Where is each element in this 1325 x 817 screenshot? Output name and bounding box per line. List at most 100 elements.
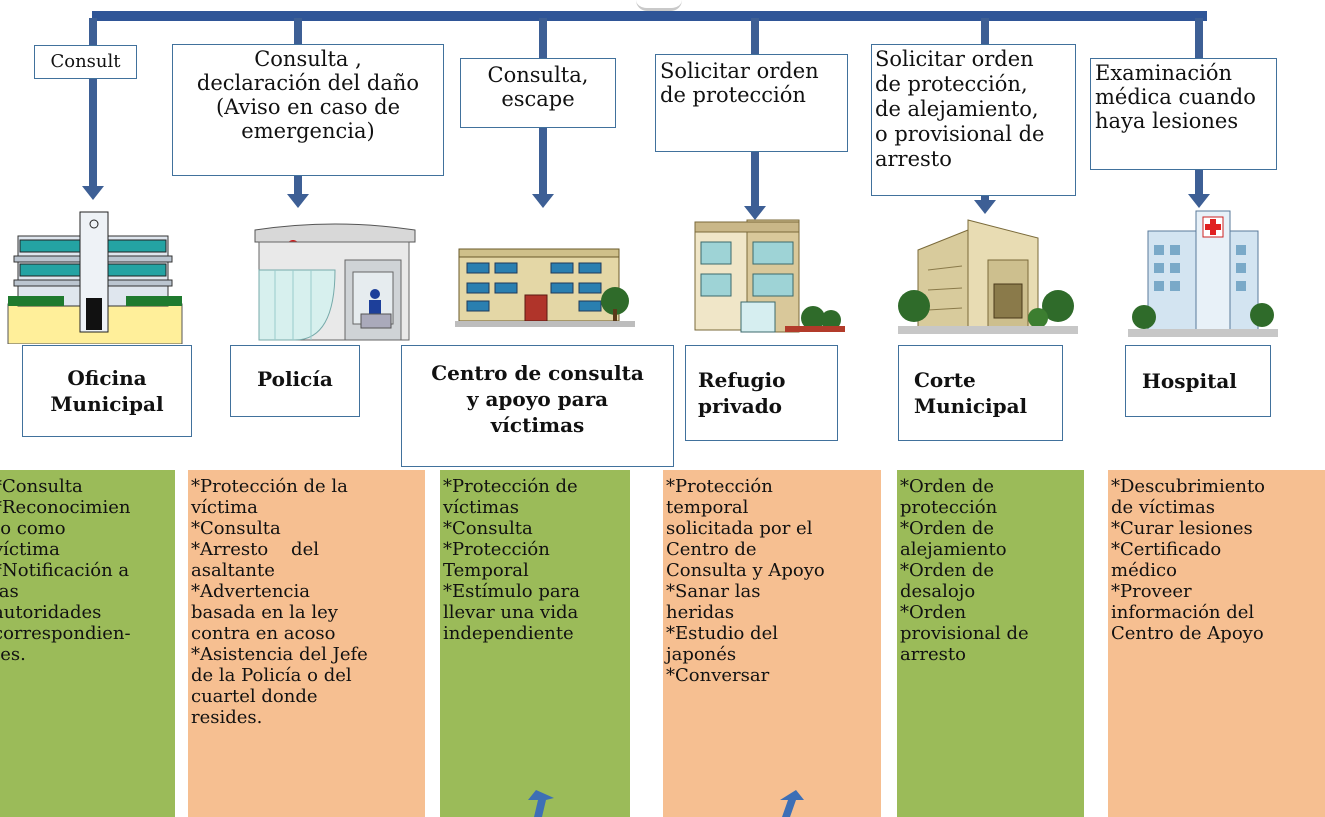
service-line: asaltante — [191, 560, 275, 581]
institution-box-policia: Policía — [230, 345, 360, 417]
request-box-policia: Consulta , declaración del daño (Aviso e… — [172, 44, 444, 176]
service-line: desalojo — [900, 581, 976, 602]
arrow-hospital-icon — [1188, 194, 1210, 208]
service-line: *Conversar — [666, 665, 770, 686]
request-box-refugio: Solicitar orden de protección — [655, 54, 848, 152]
service-line: *Estímulo para — [443, 581, 580, 602]
institution-box-refugio: Refugio privado — [685, 345, 838, 441]
institution-box-hospital: Hospital — [1125, 345, 1271, 417]
request-box-oficina: Consult — [34, 45, 137, 79]
service-line: temporal — [666, 497, 749, 518]
service-line: alejamiento — [900, 539, 1007, 560]
service-line: *Protección de la — [191, 476, 348, 497]
drop-line-centro-lower — [539, 128, 547, 196]
drop-line-corte-lower — [981, 196, 989, 202]
up-arrow-right-icon — [780, 790, 804, 817]
service-line: de víctimas — [1111, 497, 1215, 518]
institution-box-oficina: Oficina Municipal — [22, 345, 192, 437]
services-panel-oficina: *Consulta *Reconocimien to como víctima … — [0, 470, 175, 817]
service-line: contra en acoso — [191, 623, 336, 644]
request-text-centro: Consulta, escape — [487, 63, 589, 111]
service-line: *Protección — [666, 476, 773, 497]
drop-line-hospital-lower — [1195, 170, 1203, 196]
institution-label-hospital: Hospital — [1142, 369, 1237, 393]
city-hall-icon — [7, 211, 183, 344]
top-connector-line — [92, 11, 1207, 21]
drop-line-centro — [539, 18, 547, 58]
institution-label-centro: Centro de consulta y apoyo para víctimas — [431, 361, 644, 437]
up-arrow-left-icon — [528, 790, 554, 817]
services-panel-refugio: *Protección temporal solicitada por el C… — [663, 470, 881, 817]
service-line: *Consulta — [191, 518, 281, 539]
service-line: *Proveer — [1111, 581, 1192, 602]
institution-box-centro: Centro de consulta y apoyo para víctimas — [401, 345, 674, 467]
service-line: to como — [0, 518, 66, 539]
service-line: Centro de — [666, 539, 757, 560]
service-line: independiente — [443, 623, 574, 644]
service-line: llevar una vida — [443, 602, 579, 623]
service-line: cuartel donde — [191, 686, 318, 707]
service-line: las — [0, 581, 19, 602]
request-text-policia: Consulta , declaración del daño (Aviso e… — [196, 47, 420, 143]
service-line: tes. — [0, 644, 26, 665]
service-line: *Arresto del — [191, 539, 319, 560]
police-station-icon — [254, 223, 416, 341]
service-line: *Certificado — [1111, 539, 1222, 560]
request-box-centro: Consulta, escape — [460, 58, 616, 128]
courthouse-icon — [898, 219, 1078, 334]
service-line: *Curar lesiones — [1111, 518, 1253, 539]
service-line: basada en la ley — [191, 602, 338, 623]
request-box-hospital: Examinación médica cuando haya lesiones — [1090, 58, 1277, 170]
institution-box-corte: Corte Municipal — [898, 345, 1063, 441]
institution-label-refugio: Refugio privado — [698, 368, 786, 418]
services-panel-centro: *Protección de víctimas *Consulta *Prote… — [440, 470, 630, 817]
service-line: víctimas — [443, 497, 520, 518]
service-line: solicitada por el — [666, 518, 813, 539]
service-line: *Advertencia — [191, 581, 310, 602]
institution-label-corte: Corte Municipal — [914, 368, 1028, 418]
arrow-centro-icon — [532, 194, 554, 208]
service-line: Centro de Apoyo — [1111, 623, 1264, 644]
drop-line-policia — [294, 18, 302, 44]
service-line: *Asistencia del Jefe — [191, 644, 368, 665]
service-line: *Consulta — [443, 518, 533, 539]
service-line: heridas — [666, 602, 735, 623]
drop-line-hospital — [1195, 18, 1203, 58]
service-line: *Reconocimien — [0, 497, 131, 518]
service-line: Temporal — [443, 560, 529, 581]
service-line: *Orden de — [900, 518, 995, 539]
service-line: *Sanar las — [666, 581, 761, 602]
institution-label-policia: Policía — [257, 367, 333, 391]
support-center-icon — [455, 248, 635, 327]
hospital-icon — [1128, 210, 1278, 337]
arrow-policia-icon — [287, 194, 309, 208]
service-line: correspondien- — [0, 623, 131, 644]
service-line: víctima — [191, 497, 258, 518]
request-text-corte: Solicitar orden de protección, de alejam… — [875, 47, 1045, 171]
request-text-oficina: Consult — [50, 51, 121, 72]
service-line: protección — [900, 497, 998, 518]
service-line: *Protección de — [443, 476, 578, 497]
request-text-hospital: Examinación médica cuando haya lesiones — [1095, 61, 1256, 133]
service-line: *Orden de — [900, 560, 995, 581]
drop-line-refugio — [751, 18, 759, 54]
service-line: provisional de — [900, 623, 1029, 644]
service-line: información del — [1111, 602, 1255, 623]
service-line: Consulta y Apoyo — [666, 560, 825, 581]
service-line: *Protección — [443, 539, 550, 560]
institution-label-oficina: Oficina Municipal — [50, 366, 164, 416]
arrow-oficina-icon — [82, 186, 104, 200]
service-line: de la Policía o del — [191, 665, 352, 686]
service-line: arresto — [900, 644, 966, 665]
service-line: japonés — [666, 644, 737, 665]
request-box-corte: Solicitar orden de protección, de alejam… — [871, 44, 1076, 196]
service-line: *Estudio del — [666, 623, 778, 644]
service-line: autoridades — [0, 602, 102, 623]
arrow-corte-icon — [974, 200, 996, 214]
service-line: víctima — [0, 539, 60, 560]
service-line: *Descubrimiento — [1111, 476, 1266, 497]
service-line: *Orden de — [900, 476, 995, 497]
drop-line-oficina — [89, 18, 97, 188]
service-line: *Orden — [900, 602, 967, 623]
service-line: *Consulta — [0, 476, 83, 497]
